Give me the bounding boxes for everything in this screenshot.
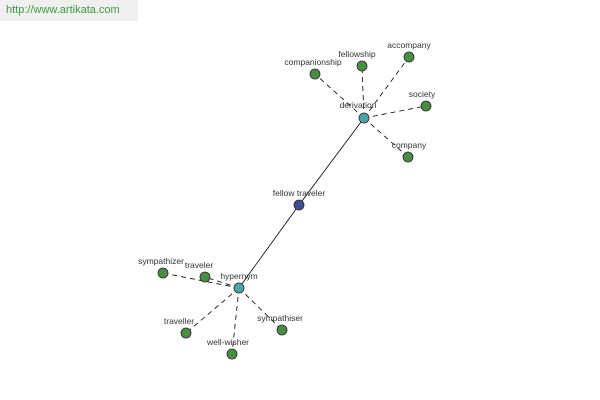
edge-derivation-companionship [314,73,365,119]
node-dot[interactable] [233,282,245,294]
node-label: accompany [387,40,431,50]
edge-root-derivation [298,117,365,206]
root-node-fellow-traveler[interactable]: fellow traveler [273,188,326,211]
node-label: company [392,140,427,150]
node-dot[interactable] [358,112,370,124]
edge-derivation-accompany [363,56,410,119]
node-dot[interactable] [420,100,432,112]
leaf-node-sympathiser[interactable]: sympathiser [257,313,303,336]
node-dot[interactable] [293,199,305,211]
node-label: sympathiser [257,313,303,323]
node-label: well-wisher [206,337,249,347]
site-url-link[interactable]: http://www.artikata.com [0,0,138,21]
edge-derivation-fellowship [361,65,365,119]
node-label: sympathizer [138,256,184,266]
node-dot[interactable] [402,151,414,163]
node-label: hypernym [220,271,257,281]
leaf-node-sympathizer[interactable]: sympathizer [138,256,184,279]
node-dot[interactable] [403,51,415,63]
leaf-node-traveler[interactable]: traveler [185,260,214,283]
edge-hypernym-well-wisher [231,287,240,355]
edge-hypernym-traveler [204,276,240,289]
leaf-node-company[interactable]: company [392,140,427,163]
node-label: traveler [185,260,214,270]
edge-root-hypernym [238,204,300,289]
node-label: traveller [164,316,194,326]
edge-hypernym-sympathiser [238,287,283,331]
node-dot[interactable] [276,324,288,336]
leaf-node-well-wisher[interactable]: well-wisher [206,337,249,360]
node-label: society [409,89,436,99]
edge-hypernym-traveller [185,287,240,334]
node-dot[interactable] [180,327,192,339]
node-label: derivation [340,100,377,110]
node-label: fellow traveler [273,188,326,198]
node-label: fellowship [338,49,376,59]
node-dot[interactable] [157,267,169,279]
leaf-node-traveller[interactable]: traveller [164,316,194,339]
edge-derivation-company [363,117,409,158]
leaf-node-companionship[interactable]: companionship [284,57,342,80]
leaf-node-accompany[interactable]: accompany [387,40,431,63]
node-dot[interactable] [309,68,321,80]
leaf-node-society[interactable]: society [409,89,436,112]
hub-node-hypernym[interactable]: hypernym [220,271,258,294]
edge-derivation-society [363,105,427,119]
node-dot[interactable] [356,60,368,72]
leaf-node-fellowship[interactable]: fellowship [338,49,376,72]
graph-edges [162,56,427,355]
node-dot[interactable] [226,348,238,360]
node-label: companionship [284,57,341,67]
hub-node-derivation[interactable]: derivation [340,100,377,124]
node-dot[interactable] [199,271,211,283]
